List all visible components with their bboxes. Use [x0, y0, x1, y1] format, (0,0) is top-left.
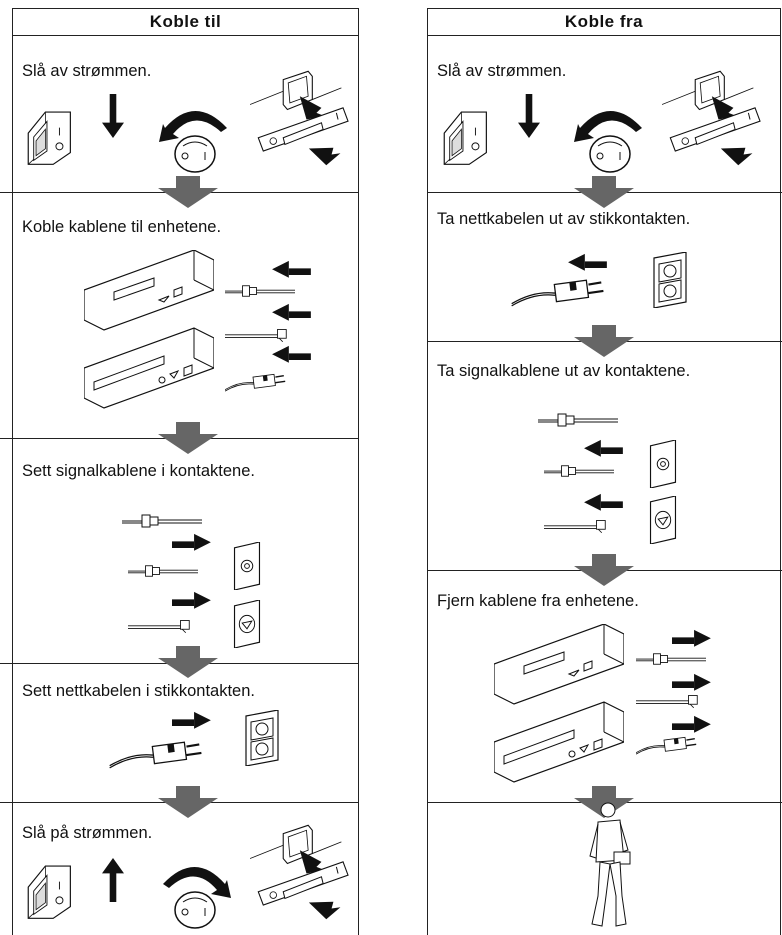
wall-switch-on-icon — [22, 852, 100, 930]
step-down-arrow-icon — [574, 554, 634, 586]
step-down-arrow-icon — [158, 176, 218, 208]
wall-outlet-icon — [652, 252, 688, 308]
right-step-1-text: Slå av strømmen. — [437, 62, 567, 80]
left-step-1-text: Slå av strømmen. — [22, 62, 152, 80]
left-step-4-text: Sett nettkabelen i stikkontakten. — [22, 682, 255, 700]
right-arrow-icon: ▬▶ — [672, 668, 711, 693]
right-step-4-text: Fjern kablene fra enhetene. — [437, 592, 639, 610]
disconnect-column-title: Koble fra — [428, 9, 780, 36]
devices-icon — [84, 250, 214, 410]
knob-counterclockwise-icon — [155, 96, 235, 176]
rocker-switch-off-icon — [662, 52, 770, 182]
power-plug-icon — [225, 370, 295, 394]
phone-cable-icon — [544, 514, 614, 534]
devices-icon — [494, 624, 624, 784]
down-arrow-icon — [102, 94, 124, 138]
step-down-arrow-icon — [158, 422, 218, 454]
power-plug-icon — [510, 276, 620, 308]
power-plug-icon — [108, 738, 218, 770]
wall-switch-off-icon — [438, 98, 516, 176]
person-walking-icon — [580, 800, 640, 930]
coax-cable-icon — [128, 562, 198, 580]
coax-cable-icon — [544, 462, 614, 480]
phone-cable-icon — [128, 614, 198, 634]
right-arrow-icon: ▬▶ — [672, 710, 711, 735]
wall-outlet-icon — [244, 710, 280, 766]
left-step-3-text: Sett signalkablene i kontaktene. — [22, 462, 255, 480]
step-down-arrow-icon — [574, 325, 634, 357]
left-arrow-icon: ◀▬ — [272, 298, 311, 323]
coax-cable-icon — [538, 410, 618, 430]
left-arrow-icon: ◀▬ — [584, 434, 623, 459]
up-arrow-icon — [102, 858, 124, 902]
phone-jack-icon — [232, 600, 262, 648]
left-arrow-icon: ◀▬ — [272, 340, 311, 365]
rocker-switch-off-icon — [250, 52, 358, 182]
left-step-2-text: Koble kablene til enhetene. — [22, 218, 222, 236]
phone-jack-icon — [648, 496, 678, 544]
rocker-switch-on-icon — [250, 808, 358, 934]
left-arrow-icon: ◀▬ — [584, 488, 623, 513]
left-arrow-icon: ◀▬ — [568, 248, 607, 273]
down-arrow-icon — [518, 94, 540, 138]
knob-counterclockwise-icon — [570, 96, 650, 176]
coax-jack-icon — [648, 440, 678, 488]
connect-column-title: Koble til — [13, 9, 358, 36]
coax-cable-icon — [636, 650, 706, 668]
right-step-3-text: Ta signalkablene ut av kontaktene. — [437, 362, 691, 380]
knob-clockwise-icon — [155, 852, 235, 932]
step-down-arrow-icon — [574, 176, 634, 208]
left-step-5-text: Slå på strømmen. — [22, 824, 153, 842]
right-step-2-text: Ta nettkabelen ut av stikkontakten. — [437, 210, 691, 228]
coax-jack-icon — [232, 542, 262, 590]
right-arrow-icon: ▬▶ — [672, 624, 711, 649]
right-arrow-icon: ▬▶ — [172, 706, 211, 731]
right-arrow-icon: ▬▶ — [172, 528, 211, 553]
step-down-arrow-icon — [158, 786, 218, 818]
step-down-arrow-icon — [158, 646, 218, 678]
left-arrow-icon: ◀▬ — [272, 255, 311, 280]
right-arrow-icon: ▬▶ — [172, 586, 211, 611]
wall-switch-off-icon — [22, 98, 100, 176]
